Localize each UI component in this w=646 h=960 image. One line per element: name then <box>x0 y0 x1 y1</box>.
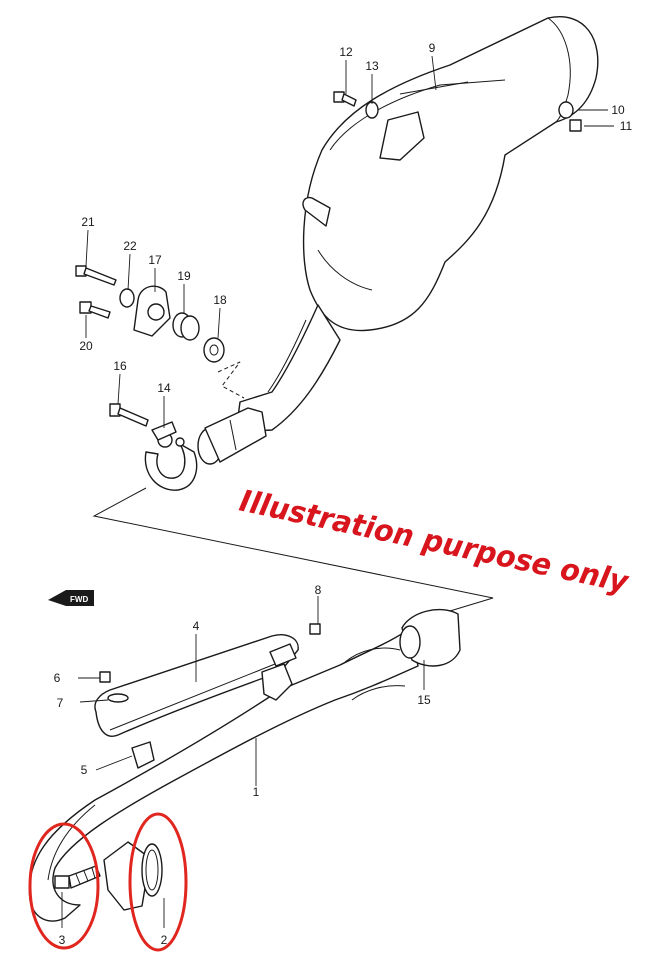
screw-part-6 <box>99 671 111 683</box>
fwd-badge: FWD <box>48 590 94 606</box>
gasket-part-10 <box>558 101 574 119</box>
illustration-disclaimer: Illustration purpose only <box>236 484 632 601</box>
fwd-label: FWD <box>70 595 88 604</box>
exhaust-flange <box>103 841 151 911</box>
callout-21: 21 <box>81 215 95 229</box>
callout-20: 20 <box>79 339 93 353</box>
callout-4: 4 <box>193 619 200 633</box>
exhaust-pipe-part-1 <box>28 627 419 922</box>
highlight-ring-part-2 <box>128 812 188 952</box>
clamp-part-14 <box>144 421 198 491</box>
bolt-part-21 <box>75 265 117 286</box>
screw-part-8 <box>309 623 321 635</box>
bolt-part-12 <box>333 91 357 107</box>
callout-17: 17 <box>148 253 162 267</box>
callout-labels: 1 2 3 4 5 6 7 8 9 10 11 12 13 14 15 16 1… <box>54 41 633 947</box>
callout-10: 10 <box>611 103 625 117</box>
highlight-ring-part-3 <box>28 822 100 950</box>
callout-8: 8 <box>315 583 322 597</box>
callout-12: 12 <box>339 45 353 59</box>
callout-22: 22 <box>123 239 137 253</box>
muffler-assembly <box>197 16 599 465</box>
bolt-part-16 <box>109 403 149 427</box>
callout-6: 6 <box>54 671 61 685</box>
leader-lines <box>61 55 614 928</box>
callout-1: 1 <box>253 785 260 799</box>
washer-part-22 <box>119 288 135 308</box>
grommet-part-19 <box>172 312 200 341</box>
callout-7: 7 <box>57 696 64 710</box>
slip-joint-part-15 <box>399 608 461 667</box>
washer-part-7 <box>107 693 129 703</box>
callout-19: 19 <box>177 269 191 283</box>
bolt-part-3 <box>54 865 101 889</box>
callout-14: 14 <box>157 381 171 395</box>
view-connector <box>92 487 494 615</box>
callout-15: 15 <box>417 693 431 707</box>
bracket-part-17 <box>133 285 171 337</box>
callout-5: 5 <box>81 763 88 777</box>
bracket-part-5 <box>131 741 155 769</box>
callout-3: 3 <box>59 933 66 947</box>
callout-11: 11 <box>620 119 633 133</box>
collar-part-18 <box>203 337 225 363</box>
callout-2: 2 <box>161 933 168 947</box>
hanger-guide <box>217 361 245 399</box>
heat-shield-part-4 <box>94 634 299 737</box>
callout-9: 9 <box>429 41 436 55</box>
callout-16: 16 <box>113 359 127 373</box>
nut-part-11 <box>569 119 582 132</box>
washer-part-13 <box>365 101 379 119</box>
callout-13: 13 <box>365 59 379 73</box>
bolt-part-20 <box>79 301 111 319</box>
callout-18: 18 <box>213 293 227 307</box>
gasket-part-2 <box>141 843 163 897</box>
